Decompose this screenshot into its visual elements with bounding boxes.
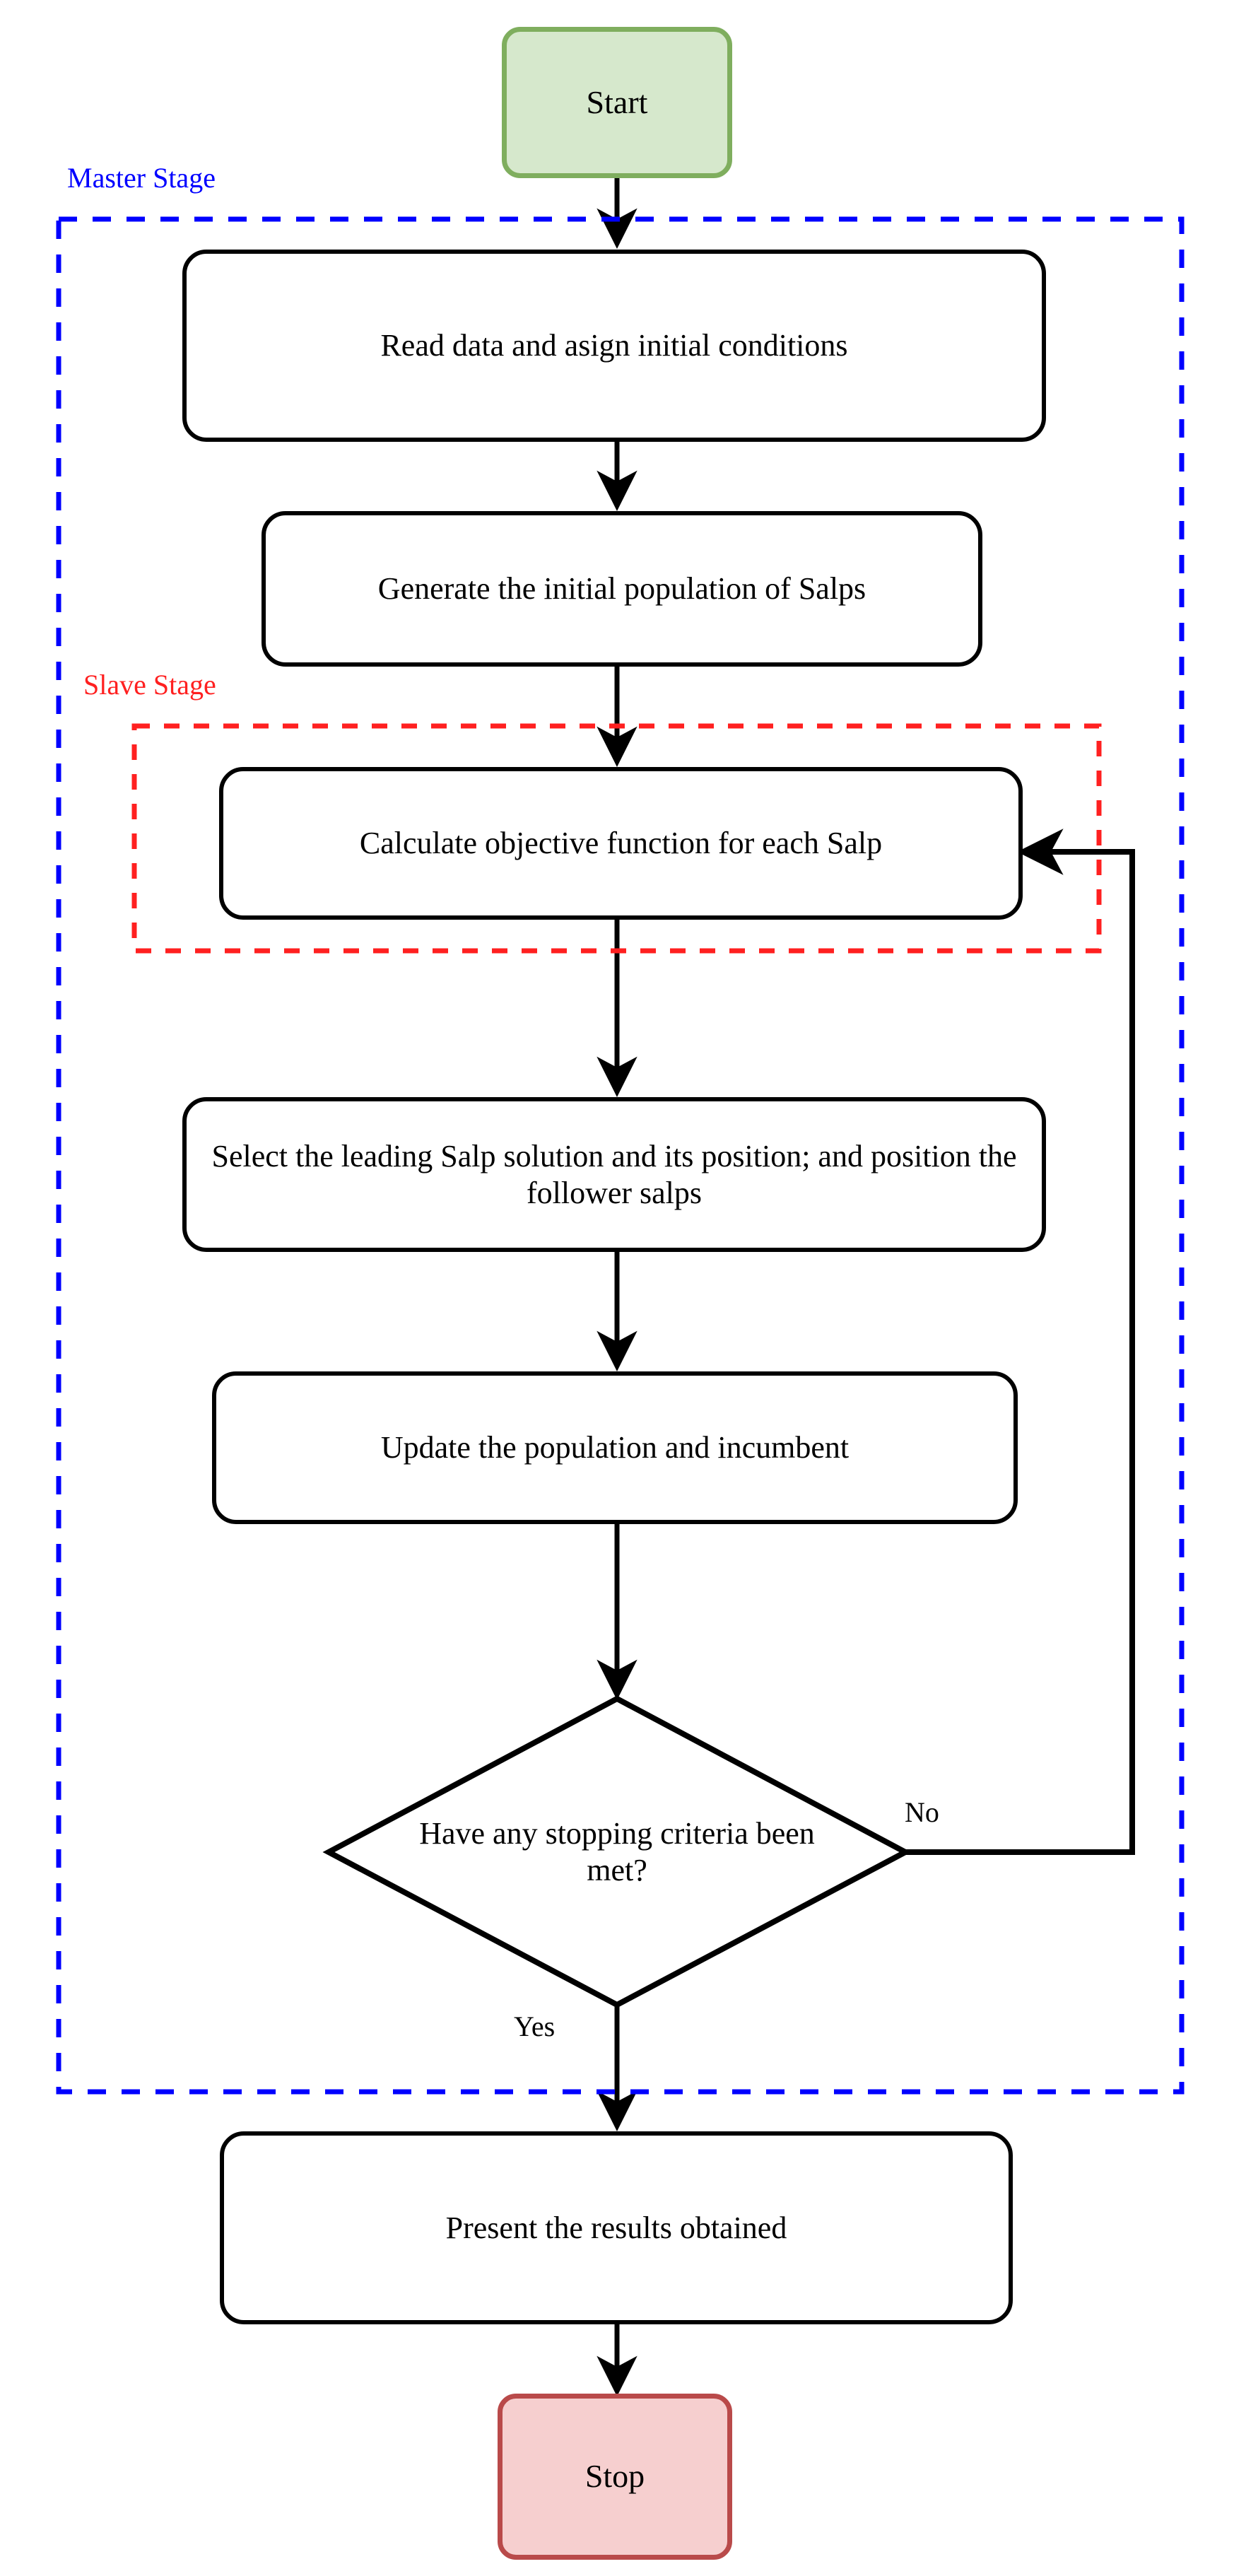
master-stage-label: Master Stage	[67, 161, 216, 194]
edge-label-no: No	[905, 1796, 939, 1829]
node-stop-label: Stop	[584, 2458, 645, 2495]
node-update-population[interactable]: Update the population and incumbent	[212, 1371, 1018, 1524]
node-select-leader-label: Select the leading Salp solution and its…	[211, 1138, 1017, 1210]
connector-decision-no-feedback-loop	[905, 829, 1135, 1855]
node-present-results[interactable]: Present the results obtained	[220, 2131, 1013, 2324]
node-read-data[interactable]: Read data and asign initial conditions	[182, 250, 1046, 442]
decision-diamond-shape	[322, 1695, 912, 2008]
slave-stage-label-text: Slave Stage	[83, 669, 216, 701]
node-decision-label: Have any stopping criteria been met?	[419, 1816, 815, 1887]
node-update-population-label: Update the population and incumbent	[380, 1430, 850, 1465]
master-stage-label-text: Master Stage	[67, 162, 216, 194]
node-start-label: Start	[586, 83, 648, 120]
node-read-data-label: Read data and asign initial conditions	[380, 328, 848, 363]
slave-stage-label: Slave Stage	[83, 668, 216, 701]
node-calculate-objective[interactable]: Calculate objective function for each Sa…	[219, 767, 1023, 920]
node-generate-population-label: Generate the initial population of Salps	[377, 571, 866, 607]
node-present-results-label: Present the results obtained	[445, 2210, 787, 2245]
slave-stage-boundary	[131, 723, 1102, 954]
node-decision[interactable]: Have any stopping criteria been met?	[399, 1781, 835, 1923]
node-start[interactable]: Start	[502, 27, 732, 178]
node-calculate-objective-label: Calculate objective function for each Sa…	[359, 826, 883, 861]
node-generate-population[interactable]: Generate the initial population of Salps	[262, 511, 982, 667]
edge-label-yes-text: Yes	[514, 2010, 556, 2042]
node-stop[interactable]: Stop	[498, 2394, 732, 2560]
node-select-leader[interactable]: Select the leading Salp solution and its…	[182, 1097, 1046, 1252]
edge-label-yes: Yes	[514, 2010, 555, 2043]
edge-label-no-text: No	[905, 1796, 939, 1828]
